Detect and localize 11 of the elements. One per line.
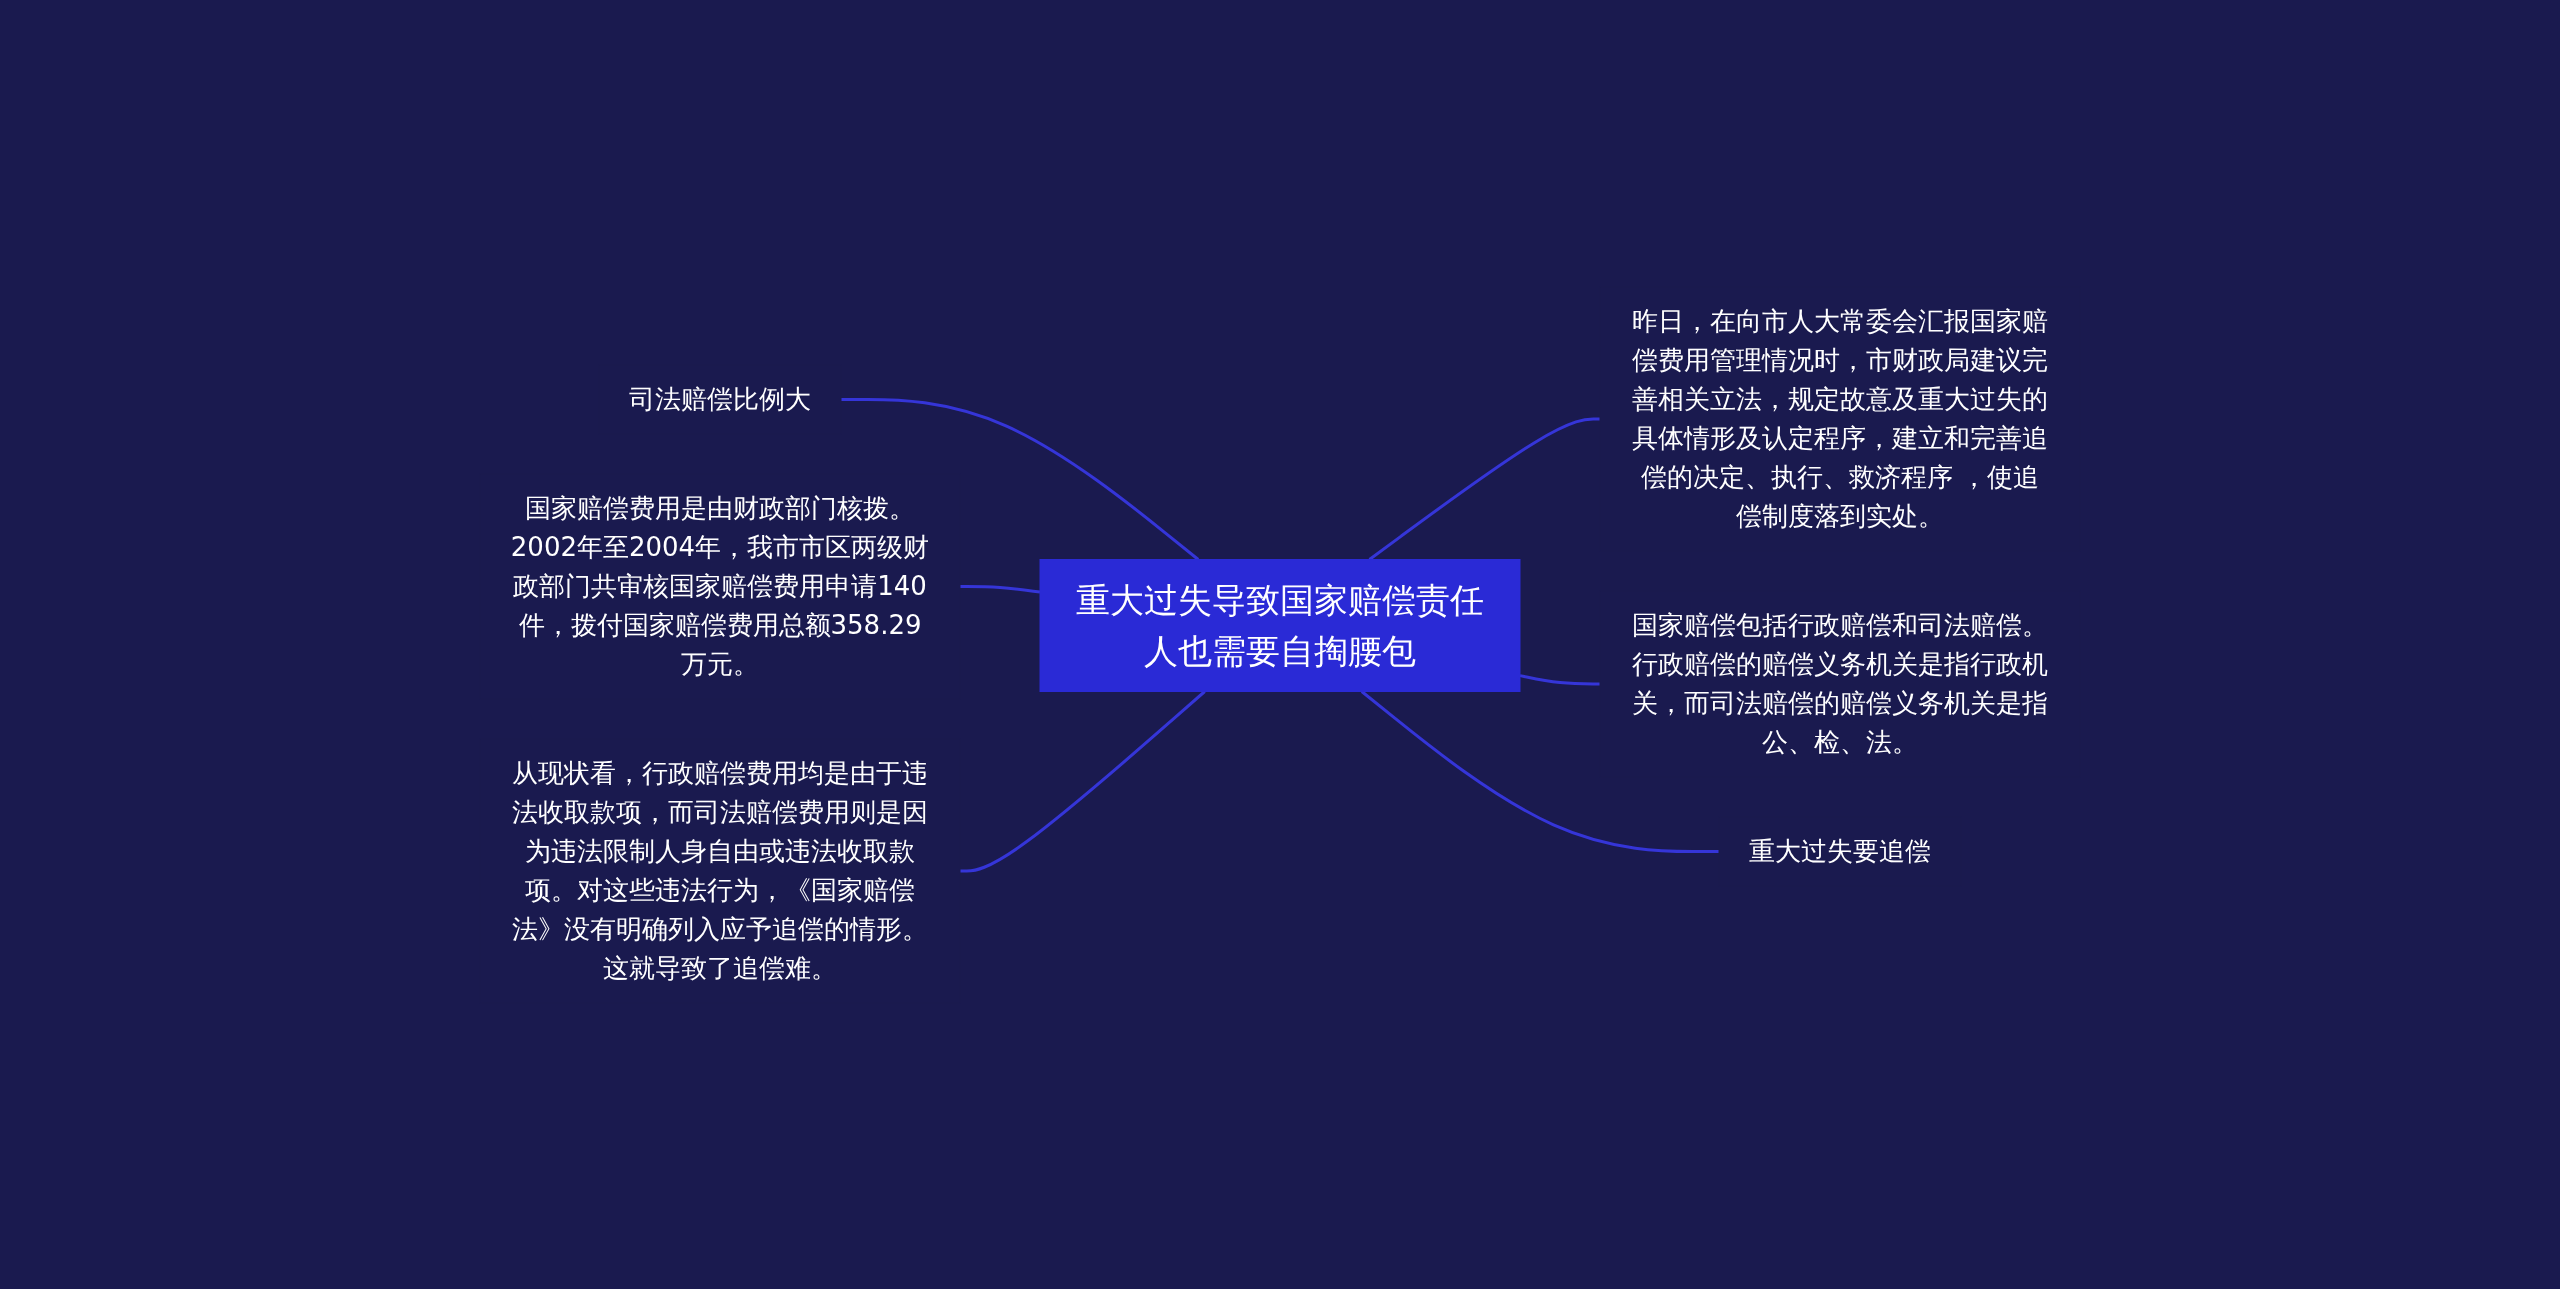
node-text: 司法赔偿比例大: [629, 383, 811, 414]
node-text: 国家赔偿包括行政赔偿和司法赔偿。行政赔偿的赔偿义务机关是指行政机关，而司法赔偿的赔偿义务机关是指公、检、法。: [1632, 609, 2048, 757]
connector: [1519, 673, 1600, 685]
connector: [1368, 417, 1600, 561]
node-box: 重大过失导致国家赔偿责任人也需要自掏腰包: [1039, 558, 1521, 692]
node-text: 昨日，在向市人大常委会汇报国家赔偿费用管理情况时，市财政局建议完善相关立法，规定故意及重大过失的具体情形及认定程序，建立和完善追偿的决定、执行、救济程序 ，使追偿制度落到实处。: [1632, 305, 2048, 531]
node-text: 从现状看，行政赔偿费用均是由于违法收取款项，而司法赔偿费用则是因为违法限制人身自由或违法收取款项。对这些违法行为，《国家赔偿法》没有明确列入应予追偿的情形。这就导致了追偿难。: [512, 757, 928, 983]
node-text: 重大过失要追偿: [1749, 835, 1931, 866]
connector: [960, 584, 1041, 594]
node-text: 国家赔偿费用是由财政部门核拨。2002年至2004年，我市市区两级财政部门共审核国家赔偿费用申请140件，拨付国家赔偿费用总额358.29万元。: [510, 492, 930, 679]
connector: [841, 397, 1200, 561]
